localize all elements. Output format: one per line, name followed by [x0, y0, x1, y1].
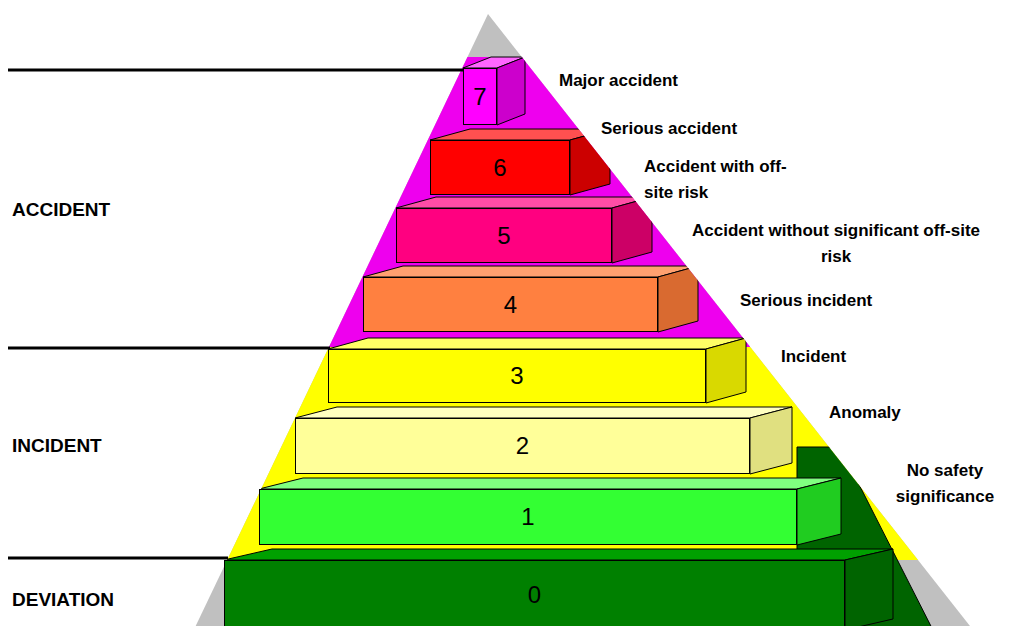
level-description: Anomaly [829, 400, 979, 426]
level-step: 6Serious accident [430, 140, 570, 195]
level-number: 5 [497, 224, 510, 248]
level-description: Serious incident [740, 288, 940, 314]
divider-line [8, 69, 466, 72]
level-description: Major accident [559, 68, 759, 94]
step-top-face [224, 549, 893, 560]
step-top-face [295, 407, 792, 418]
level-step: 3Serious incident [328, 349, 706, 403]
step-top-face [259, 478, 841, 489]
level-description: Accident without significant off-site ri… [678, 218, 994, 270]
accident-band [0, 57, 1016, 347]
step-top-face [396, 197, 652, 208]
level-step: 5Accident with off-site risk [396, 208, 612, 263]
level-number: 2 [516, 434, 529, 458]
level-number: 6 [493, 156, 506, 180]
divider-line [8, 347, 330, 350]
level-description: No safety significance [880, 458, 1010, 510]
step-side-face [570, 129, 610, 195]
step-side-face [612, 197, 652, 263]
step-top-face [363, 266, 698, 277]
level-number: 1 [521, 505, 534, 529]
category-label: INCIDENT [12, 435, 102, 458]
step-side-face [845, 549, 893, 626]
step-side-face [797, 478, 841, 545]
category-label: ACCIDENT [12, 199, 110, 222]
step-side-face [750, 407, 792, 474]
step-side-face [497, 57, 525, 125]
level-step: 2Incident [295, 418, 750, 474]
level-number: 7 [473, 85, 486, 109]
level-number: 3 [510, 364, 523, 388]
level-description: Serious accident [601, 116, 801, 142]
level-description: Incident [781, 344, 931, 370]
level-step: 4Accident without significant off-site r… [363, 277, 658, 332]
step-side-face [706, 338, 746, 403]
category-label: DEVIATION [12, 589, 114, 612]
level-step: 1Anomaly [259, 489, 797, 545]
level-description: Accident with off-site risk [644, 154, 804, 206]
level-number: 0 [528, 583, 541, 607]
level-step: 7Major accident [463, 68, 497, 125]
divider-line [8, 557, 228, 560]
pyramid-outline [189, 14, 981, 626]
pyramid-bands [0, 57, 1016, 626]
step-top-face [328, 338, 746, 349]
step-side-face [658, 266, 698, 332]
level-step: 0No safety significance [224, 560, 845, 626]
level-number: 4 [504, 293, 517, 317]
